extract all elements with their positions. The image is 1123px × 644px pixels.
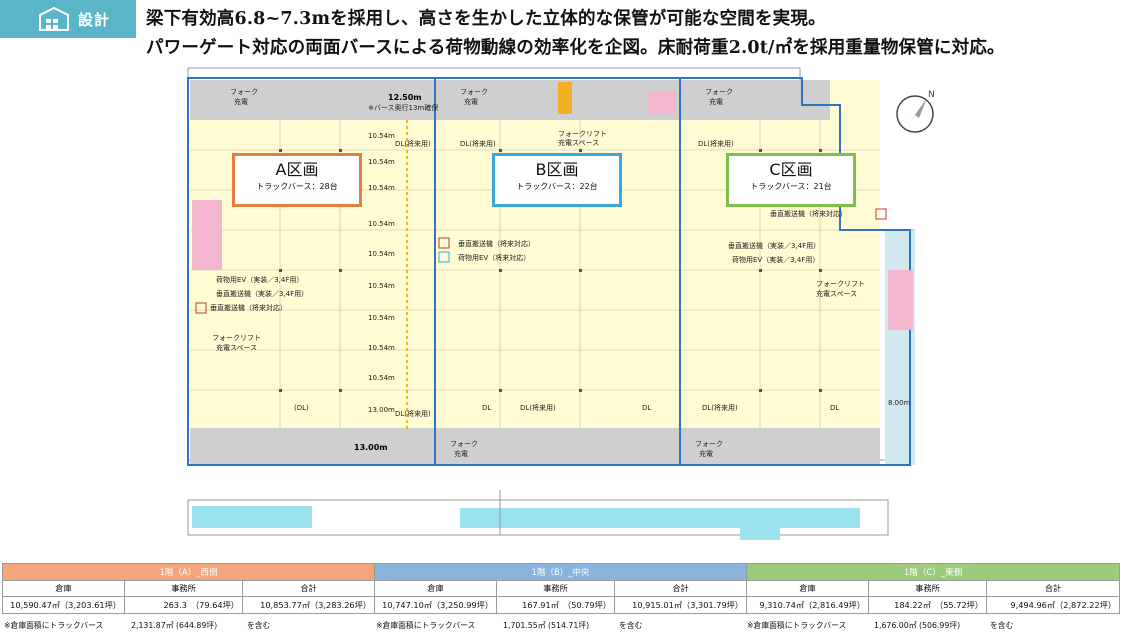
forklift-space-a-2: 充電スペース [216,343,257,352]
dl-future-c2: DL(将来用) [702,403,738,412]
a-col-warehouse: 倉庫 [2,579,125,597]
dl-future-a2: DL(将来用) [395,409,431,418]
compass-icon: N [896,90,935,133]
note-c-3: を含む [990,621,1014,630]
zone-a-name: A区画 [275,160,319,179]
forklift-label-3: フォーク [705,88,733,96]
note-a-1: ※倉庫面積にトラックバース [4,621,104,630]
forklift-label-5: フォーク [695,440,723,448]
vc-future-b: 垂直搬送機（将来対応） [458,239,535,248]
b-val-total: 10,915.01㎡（3,301.79坪） [614,596,748,614]
note-a-2: 2,131.87㎡ (644.89坪) [131,621,218,630]
note-c-1: ※倉庫面積にトラックバース [747,621,847,630]
zone-c-name: C区画 [769,160,813,179]
charge-label-3: 充電 [709,97,723,106]
a-col-total: 合計 [241,579,376,597]
dl-c: DL [830,404,839,412]
section-c-header: 1階（C）_東側 [746,563,1121,581]
dim-top: 12.50m [388,93,422,102]
c-col-total: 合計 [986,579,1121,597]
bay-label-4: 10.54m [368,220,395,228]
forklift-space-c-2: 充電スペース [816,289,857,298]
area-table: 1階（A）_西側 1階（B）_中央 1階（C）_東側 倉庫 事務所 合計 倉庫 … [1,563,1121,614]
berth-note: ※バース奥行13m確保 [368,103,438,112]
forklift-space-b-1: フォークリフト [558,130,607,138]
a-val-total: 10,853.77㎡（3,283.26坪） [241,596,376,614]
a-col-office: 事務所 [124,579,243,597]
floor-plan: 12.50m ※バース奥行13m確保 10.54m 10.54m 10.54m … [180,60,921,554]
charge-label-5: 充電 [699,449,713,458]
forklift-label-4: フォーク [450,440,478,448]
note-a-3: を含む [247,621,271,630]
section-b-header: 1階（B）_中央 [374,563,748,581]
charge-label-4: 充電 [454,449,468,458]
ev-install-a: 荷物用EV（実装／3,4F用） [216,275,303,284]
note-b-2: 1,701.55㎡ (514.71坪) [503,621,590,630]
b-val-office: 167.91㎡ （50.79坪） [496,596,616,614]
bay-last: 13.00m [368,406,395,414]
bay-label-2: 10.54m [368,158,395,166]
zone-b-berths: トラックバース：22台 [516,182,598,191]
c-col-warehouse: 倉庫 [746,579,870,597]
c-col-office: 事務所 [868,579,988,597]
headline-line-2: パワーゲート対応の両面バースによる荷物動線の効率化を企図。床耐荷重2.0t/㎡を… [146,38,1005,58]
dim-bottom: 13.00m [354,443,388,452]
a-val-office: 263.3 （79.64坪） [124,596,243,614]
zone-a-berths: トラックバース：28台 [256,182,338,191]
b-col-total: 合計 [614,579,748,597]
bay-label-9: 10.54m [368,374,395,382]
bay-label-1: 10.54m [368,132,395,140]
charge-label-1: 充電 [234,97,248,106]
floor-plan-drawing: 12.50m ※バース奥行13m確保 10.54m 10.54m 10.54m … [187,67,921,540]
zone-b-label: B区画 トラックバース：22台 [492,153,622,207]
b-col-office: 事務所 [496,579,616,597]
forklift-label-2: フォーク [460,88,488,96]
dl-future-a: DL(将来用) [395,139,431,148]
b-col-warehouse: 倉庫 [374,579,498,597]
bay-label-7: 10.54m [368,314,395,322]
ev-future-b: 荷物用EV（将来対応） [458,253,530,262]
vc-install-c: 垂直搬送機（実装／3,4F用） [728,241,820,250]
forklift-space-c-1: フォークリフト [816,280,865,288]
headline-line-1: 梁下有効高6.8~7.3mを採用し、高さを生かした立体的な保管が可能な空間を実現… [146,9,826,29]
note-c-2: 1,676.00㎡ (506.99坪) [874,621,961,630]
b-val-warehouse: 10,747.10㎡（3,250.99坪） [374,596,498,614]
forklift-space-b-2: 充電スペース [558,138,599,147]
bay-label-8: 10.54m [368,344,395,352]
c-val-total: 9,494.96㎡（2,872.22坪） [986,596,1121,614]
note-b-1: ※倉庫面積にトラックバース [376,621,476,630]
dim-right: 8.00m [888,399,911,407]
section-badge: 設計 [0,0,136,38]
c-val-office: 184.22㎡ （55.72坪） [868,596,988,614]
bay-label-5: 10.54m [368,250,395,258]
dl-future-b2: DL(将来用) [520,403,556,412]
vc-future-c: 垂直搬送機（将来対応） [770,209,847,218]
dl-future-c: DL(将来用) [698,139,734,148]
dl-b: DL [482,404,491,412]
note-b-3: を含む [619,621,643,630]
zone-a-label: A区画 トラックバース：28台 [232,153,362,207]
vc-install-a: 垂直搬送機（実装／3,4F用） [216,289,308,298]
dl-b2: DL [642,404,651,412]
zone-c-label: C区画 トラックバース：21台 [726,153,856,207]
forklift-space-a-1: フォークリフト [212,334,261,342]
section-a-header: 1階（A）_西側 [1,563,376,581]
zone-b-name: B区画 [535,160,579,179]
bay-label-3: 10.54m [368,184,395,192]
charge-label-2: 充電 [464,97,478,106]
ev-install-c: 荷物用EV（実装／3,4F用） [732,255,819,264]
dl-paren-a: (DL) [294,404,309,412]
dl-future-b: DL(将来用) [460,139,496,148]
building-icon [39,6,69,31]
c-val-warehouse: 9,310.74㎡（2,816.49坪） [746,596,870,614]
north-label: N [928,90,935,100]
zone-c-berths: トラックバース：21台 [750,182,832,191]
vc-future-a: 垂直搬送機（将来対応） [210,303,287,312]
a-val-warehouse: 10,590.47㎡（3,203.61坪） [2,596,125,614]
bay-label-6: 10.54m [368,282,395,290]
forklift-label-1: フォーク [230,88,258,96]
badge-label: 設計 [78,10,111,29]
